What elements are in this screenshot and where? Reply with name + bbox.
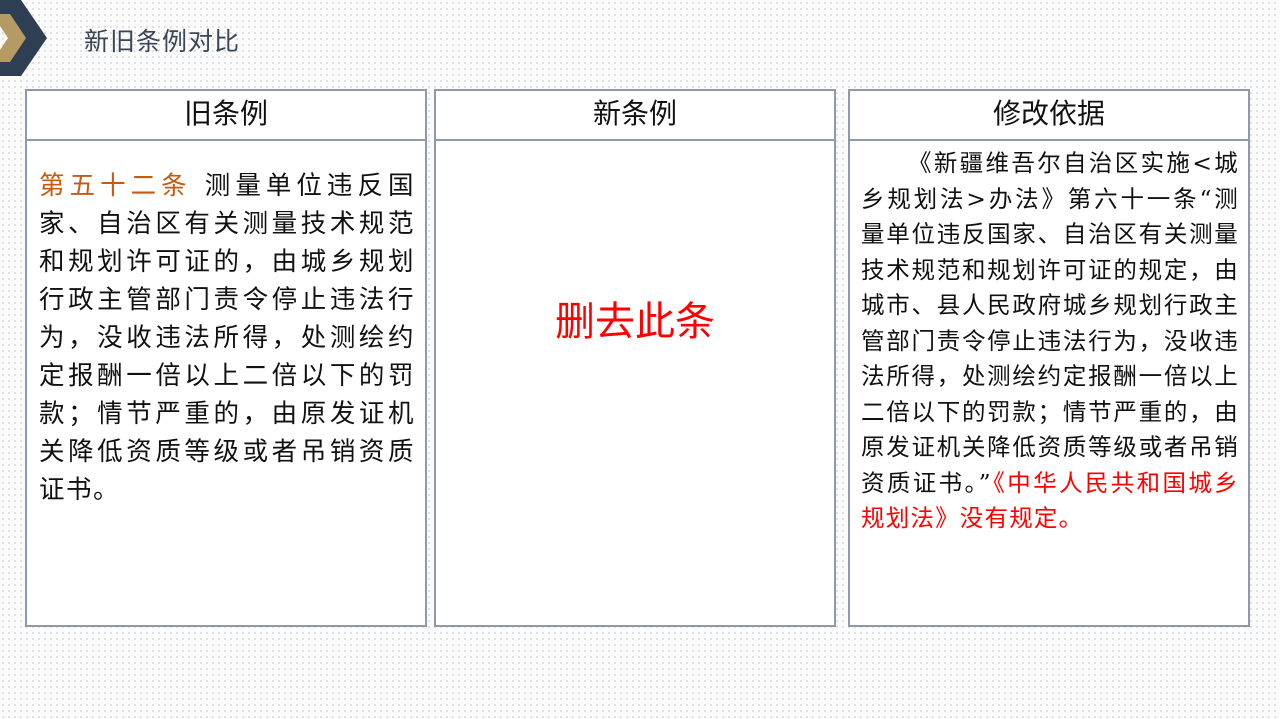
page-title: 新旧条例对比 — [84, 27, 241, 56]
new-regulation-header: 新条例 — [436, 91, 834, 141]
amendment-basis-panel: 修改依据 《新疆维吾尔自治区实施<城乡规划法>办法》第六十一条“测量单位违反国家… — [848, 89, 1250, 627]
amendment-basis-content: 《新疆维吾尔自治区实施<城乡规划法>办法》第六十一条“测量单位违反国家、自治区有… — [861, 149, 1239, 497]
new-regulation-panel: 新条例 删去此条 — [434, 89, 836, 627]
national-law-note: 《中华人民共和国城乡规划法》没有规定。 — [861, 468, 1240, 533]
article-number: 第五十二条 — [39, 171, 192, 201]
old-regulation-header: 旧条例 — [27, 91, 425, 141]
old-regulation-content: 测量单位违反国家、自治区有关测量技术规范和规划许可证的，由城乡规划行政主管部门责… — [39, 171, 415, 505]
amendment-basis-text: 《新疆维吾尔自治区实施<城乡规划法>办法》第六十一条“测量单位违反国家、自治区有… — [861, 146, 1239, 537]
delete-article-note: 删去此条 — [555, 299, 715, 345]
old-regulation-text: 第五十二条 测量单位违反国家、自治区有关测量技术规范和规划许可证的，由城乡规划行… — [39, 167, 415, 509]
chevron-logo-icon — [0, 0, 47, 76]
amendment-basis-header: 修改依据 — [850, 91, 1248, 141]
old-regulation-panel: 旧条例 第五十二条 测量单位违反国家、自治区有关测量技术规范和规划许可证的，由城… — [25, 89, 427, 627]
